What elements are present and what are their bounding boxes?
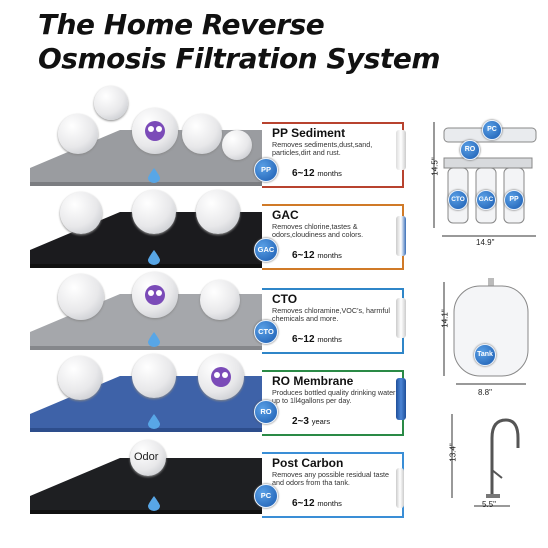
filter-cartridge — [396, 130, 406, 170]
replacement-interval: 6~12 months — [292, 168, 342, 179]
stage-name: Post Carbon — [272, 456, 344, 470]
unit-badge-cto: CTO — [448, 190, 468, 210]
contaminant-bubble — [222, 130, 252, 160]
tank-badge: Tank — [474, 344, 496, 366]
unit-badge-pp: PP — [504, 190, 524, 210]
stage-gac: GAC Removes chlorine,tastes & odors,clou… — [0, 190, 548, 294]
stage-description: Removes chloramine,VOC's, harmful chemic… — [272, 306, 391, 323]
stage-cto: CTO Removes chloramine,VOC's, harmful ch… — [0, 272, 548, 376]
tank-drawing — [443, 278, 529, 385]
contaminant-bubble — [200, 280, 240, 320]
title-line-2: Osmosis Filtration System — [38, 42, 441, 75]
title-line-1: The Home Reverse — [38, 8, 325, 41]
stage-name: PP Sediment — [272, 126, 346, 140]
stage-badge: PP — [254, 158, 278, 182]
tank-width-label: 8.8" — [478, 388, 492, 397]
microbe-icon — [211, 367, 231, 387]
replacement-interval: 6~12 months — [292, 250, 342, 261]
contaminant-bubble — [94, 86, 128, 120]
unit-badge-ro: RO — [460, 140, 480, 160]
stage-name: RO Membrane — [272, 374, 354, 388]
filter-cartridge — [396, 378, 406, 420]
stage-card: RO Membrane Produces bottled quality dri… — [262, 370, 404, 436]
stage-card: Post Carbon Removes any possible residua… — [262, 452, 404, 518]
contaminant-bubble — [58, 356, 102, 400]
faucet-width-label: 5.5" — [482, 500, 496, 509]
water-drop-icon — [148, 332, 160, 347]
contaminant-bubble — [132, 272, 178, 318]
unit-badge-gac: GAC — [476, 190, 496, 210]
contaminant-bubble — [196, 190, 240, 234]
stage-name: GAC — [272, 208, 299, 222]
stage-card: GAC Removes chlorine,tastes & odors,clou… — [262, 204, 404, 270]
unit-width-label: 14.9" — [476, 238, 495, 247]
faucet-drawing — [451, 414, 520, 507]
contaminant-bubble — [132, 108, 178, 154]
filter-cartridge — [396, 468, 404, 508]
odor-bubble: Odor — [130, 440, 166, 476]
stage-name: CTO — [272, 292, 298, 306]
water-drop-icon — [148, 496, 160, 511]
stage-badge: GAC — [254, 238, 278, 262]
stage-badge: RO — [254, 400, 278, 424]
filter-cartridge — [396, 298, 406, 338]
stage-card: PP Sediment Removes sediments,dust,sand,… — [262, 122, 404, 188]
filter-cartridge — [396, 216, 406, 256]
replacement-interval: 2~3 years — [292, 416, 331, 427]
stage-description: Produces bottled quality drinking water … — [272, 388, 396, 405]
water-drop-icon — [148, 168, 160, 183]
replacement-interval: 6~12 months — [292, 498, 342, 509]
microbe-icon — [145, 285, 165, 305]
microbe-icon — [145, 121, 165, 141]
contaminant-bubble — [182, 114, 222, 154]
faucet-height-label: 13.4" — [448, 443, 458, 462]
water-drop-icon — [148, 414, 160, 429]
contaminant-bubble — [198, 354, 244, 400]
page-title: The Home Reverse Osmosis Filtration Syst… — [38, 8, 441, 76]
stage-card: CTO Removes chloramine,VOC's, harmful ch… — [262, 288, 404, 354]
odor-label: Odor — [134, 451, 159, 463]
contaminant-bubble — [60, 192, 102, 234]
stage-description: Removes chlorine,tastes & odors,cloudine… — [272, 222, 364, 239]
unit-badge-pc: PC — [482, 120, 502, 140]
stage-post-carbon: Odor Post Carbon Removes any possible re… — [0, 440, 548, 540]
contaminant-bubble — [58, 114, 98, 154]
stage-pp-sediment: PP Sediment Removes sediments,dust,sand,… — [0, 86, 548, 212]
stage-ro-membrane: RO Membrane Produces bottled quality dri… — [0, 354, 548, 458]
stage-badge: CTO — [254, 320, 278, 344]
contaminant-bubble — [132, 190, 176, 234]
stage-description: Removes any possible residual taste and … — [272, 470, 390, 487]
contaminant-bubble — [132, 354, 176, 398]
stage-description: Removes sediments,dust,sand, particles,d… — [272, 140, 373, 157]
replacement-interval: 6~12 months — [292, 334, 342, 345]
unit-height-label: 14.5" — [430, 157, 440, 176]
stage-badge: PC — [254, 484, 278, 508]
tank-height-label: 14.1" — [440, 309, 450, 328]
contaminant-bubble — [58, 274, 104, 320]
water-drop-icon — [148, 250, 160, 265]
